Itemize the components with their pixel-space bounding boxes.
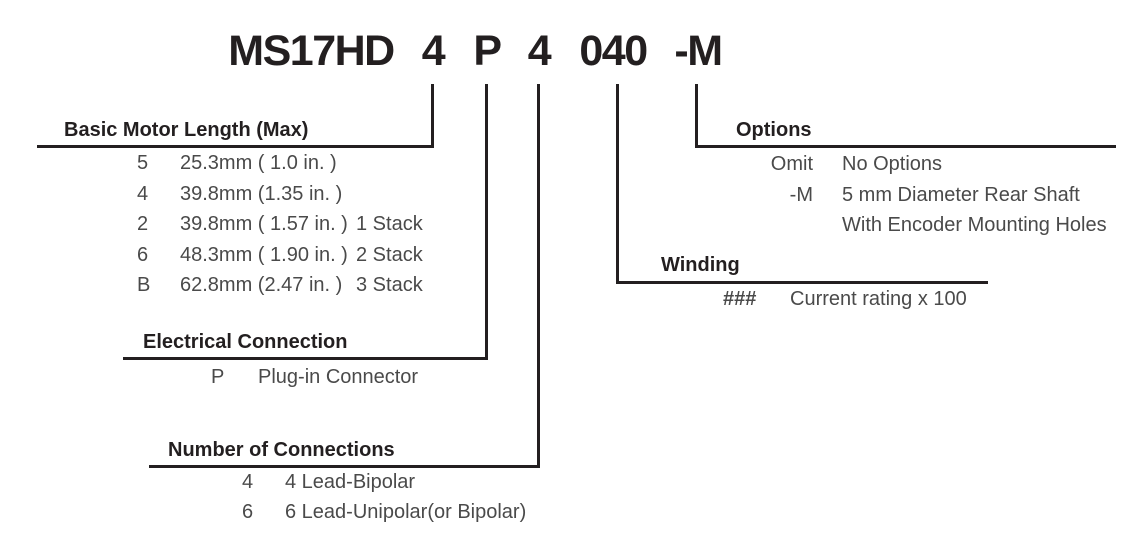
value-cell: 62.8mm (2.47 in. ) — [180, 274, 343, 296]
table-row: 4 39.8mm (1.35 in. ) — [0, 183, 1130, 207]
code-cell: 2 — [137, 213, 149, 235]
part-number-prefix: MS17HD — [228, 27, 395, 75]
code-cell: Omit — [770, 153, 813, 175]
note-cell: 1 Stack — [356, 213, 423, 235]
note-cell: 2 Stack — [356, 244, 423, 266]
value-cell: Plug-in Connector — [258, 366, 419, 388]
section-rule-electrical-connection — [123, 357, 488, 360]
section-rule-basic-motor-length — [37, 145, 434, 148]
value-cell: 39.8mm (1.35 in. ) — [180, 183, 343, 205]
value-cell: 48.3mm ( 1.90 in. ) — [180, 244, 348, 266]
table-row: 6 6 Lead-Unipolar(or Bipolar) — [0, 501, 1130, 525]
note-cell: 3 Stack — [356, 274, 423, 296]
table-row: With Encoder Mounting Holes — [0, 214, 1130, 238]
section-rule-options — [695, 145, 1116, 148]
value-cell: 4 Lead-Bipolar — [285, 471, 416, 493]
code-cell: 6 — [137, 244, 149, 266]
section-title-electrical-connection: Electrical Connection — [143, 331, 348, 353]
code-cell: ### — [723, 288, 757, 310]
part-number-code-connection: P — [473, 27, 502, 75]
code-cell: B — [137, 274, 151, 296]
part-number-code-option: -M — [674, 27, 723, 75]
part-number-code-connections: 4 — [527, 27, 552, 75]
value-cell: 25.3mm ( 1.0 in. ) — [180, 152, 337, 174]
table-row: Omit No Options — [0, 153, 1130, 177]
section-rule-number-of-connections — [149, 465, 540, 468]
value-cell: Current rating x 100 — [790, 288, 967, 310]
value-cell: No Options — [842, 153, 943, 175]
table-row: ### Current rating x 100 — [0, 288, 1130, 312]
table-row: 6 48.3mm ( 1.90 in. ) 2 Stack — [0, 244, 1130, 268]
section-title-winding: Winding — [661, 254, 740, 276]
table-row: 4 4 Lead-Bipolar — [0, 471, 1130, 495]
section-title-basic-motor-length: Basic Motor Length (Max) — [64, 119, 309, 141]
part-number-code-winding: 040 — [579, 27, 648, 75]
section-rule-winding — [616, 281, 988, 284]
code-cell: -M — [789, 184, 813, 206]
leader-line-options — [695, 84, 698, 148]
section-title-options: Options — [736, 119, 812, 141]
leader-line-number-of-connections — [537, 84, 540, 468]
leader-line-basic-motor-length — [431, 84, 434, 148]
part-number-code-length: 4 — [421, 27, 446, 75]
section-title-number-of-connections: Number of Connections — [168, 439, 395, 461]
table-row: 5 25.3mm ( 1.0 in. ) — [0, 152, 1130, 176]
table-row: B 62.8mm (2.47 in. ) 3 Stack — [0, 274, 1130, 298]
code-cell: 6 — [242, 501, 254, 523]
code-cell: 4 — [242, 471, 254, 493]
value-cell: 39.8mm ( 1.57 in. ) — [180, 213, 348, 235]
leader-line-electrical-connection — [485, 84, 488, 360]
table-row: P Plug-in Connector — [0, 366, 1130, 390]
table-row: 2 39.8mm ( 1.57 in. ) 1 Stack — [0, 213, 1130, 237]
value-cell: 6 Lead-Unipolar(or Bipolar) — [285, 501, 527, 523]
code-cell: P — [211, 366, 225, 388]
value-cell: With Encoder Mounting Holes — [842, 214, 1107, 236]
leader-line-winding — [616, 84, 619, 284]
code-cell: 5 — [137, 152, 149, 174]
code-cell: 4 — [137, 183, 149, 205]
table-row: -M 5 mm Diameter Rear Shaft — [0, 184, 1130, 208]
value-cell: 5 mm Diameter Rear Shaft — [842, 184, 1080, 206]
